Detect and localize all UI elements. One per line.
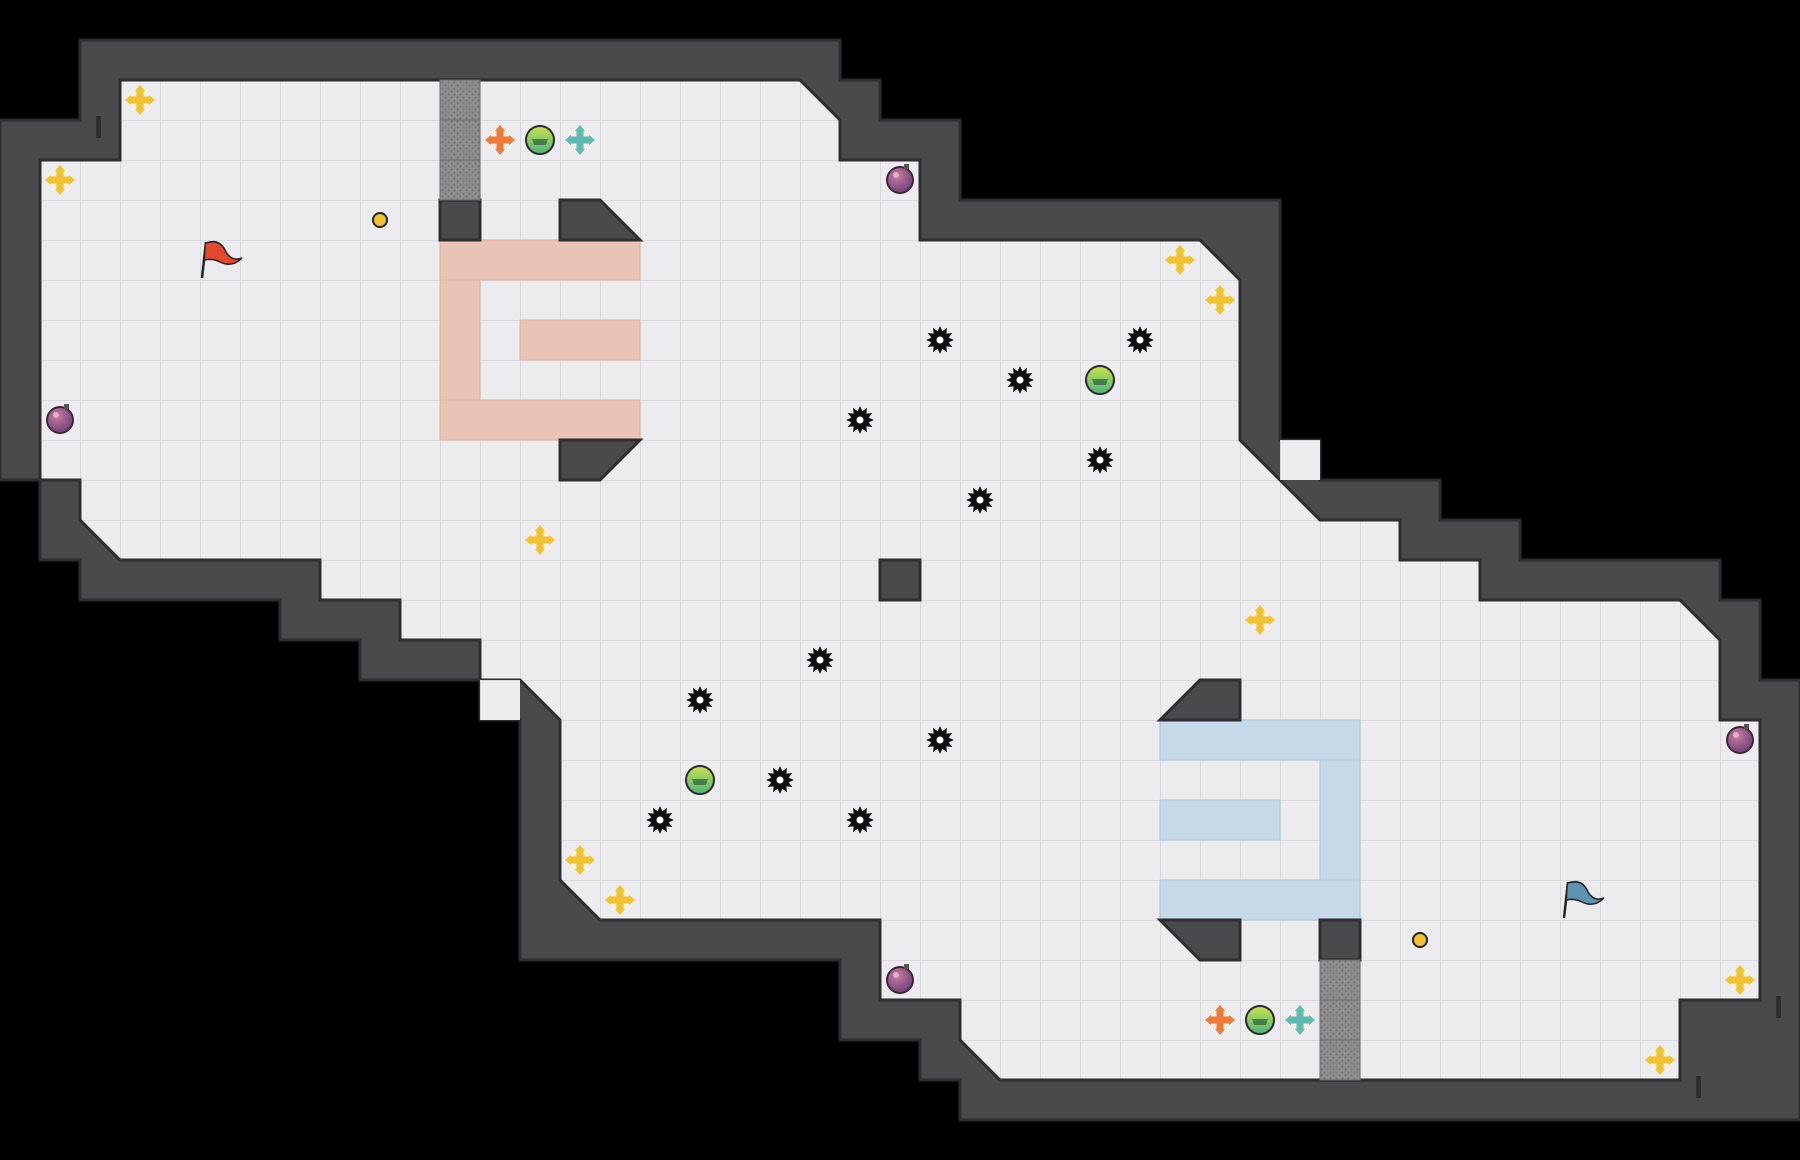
yellow-plus-icon xyxy=(125,85,155,115)
spike-icon xyxy=(1126,326,1154,354)
yellow-plus-icon xyxy=(605,885,635,915)
spike-icon xyxy=(806,646,834,674)
spike-icon xyxy=(846,406,874,434)
blue-team-zone xyxy=(1159,719,1361,921)
yellow-plus-icon xyxy=(1245,605,1275,635)
yellow-plus-icon xyxy=(1725,965,1755,995)
yellow-plus-icon xyxy=(45,165,75,195)
yellow-dot-icon xyxy=(1412,932,1428,948)
yellow-plus-icon xyxy=(1205,285,1235,315)
bomb-icon xyxy=(886,164,914,194)
green-button-icon xyxy=(685,765,715,795)
yellow-plus-icon xyxy=(1645,1045,1675,1075)
spike-icon xyxy=(1086,446,1114,474)
spike-icon xyxy=(686,686,714,714)
gates xyxy=(439,79,1361,1081)
spike-icon xyxy=(846,806,874,834)
yellow-plus-icon xyxy=(565,845,595,875)
teal-plus-icon xyxy=(1285,1005,1315,1035)
bomb-icon xyxy=(886,964,914,994)
green-button-icon xyxy=(525,125,555,155)
wall-notch xyxy=(96,116,101,138)
bomb-icon xyxy=(1726,724,1754,754)
blue-flag-icon xyxy=(1562,880,1605,919)
yellow-plus-icon xyxy=(1165,245,1195,275)
orange-plus-icon xyxy=(485,125,515,155)
wall-notch xyxy=(1776,996,1781,1018)
spike-icon xyxy=(926,726,954,754)
spike-icon xyxy=(646,806,674,834)
spike-icon xyxy=(1006,366,1034,394)
inner-walls xyxy=(438,198,1362,962)
orange-plus-icon xyxy=(1205,1005,1235,1035)
red-flag-icon xyxy=(200,240,243,279)
spike-icon xyxy=(766,766,794,794)
bomb-icon xyxy=(46,404,74,434)
green-button-icon xyxy=(1245,1005,1275,1035)
spike-icon xyxy=(926,326,954,354)
teal-plus-icon xyxy=(565,125,595,155)
yellow-plus-icon xyxy=(525,525,555,555)
green-button-icon xyxy=(1085,365,1115,395)
floor-tile xyxy=(1280,440,1320,480)
floor-tile xyxy=(480,680,520,720)
wall-notch xyxy=(1696,1076,1701,1098)
yellow-dot-icon xyxy=(372,212,388,228)
red-team-zone xyxy=(439,239,641,441)
spike-icon xyxy=(966,486,994,514)
